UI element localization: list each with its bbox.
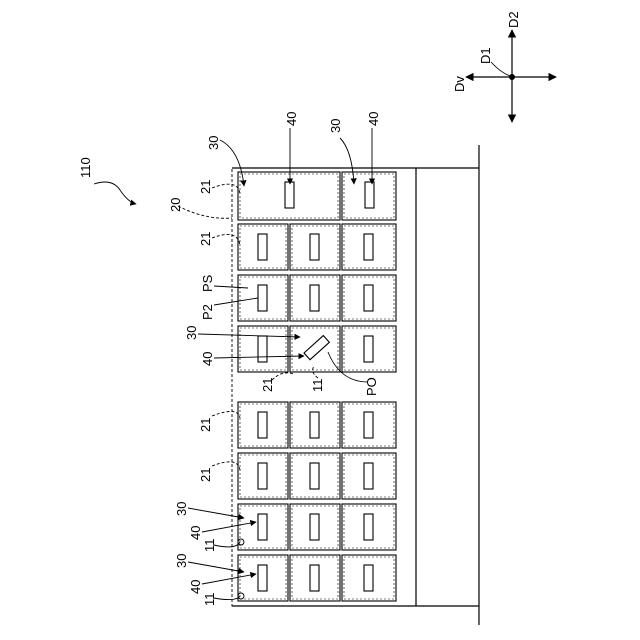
- label-ps: PS: [200, 274, 215, 292]
- label-40-top-right: 40: [366, 112, 381, 126]
- label-110: 110: [78, 157, 93, 178]
- label-p2: P2: [200, 304, 215, 320]
- label-21-d: 21: [198, 468, 213, 482]
- slot-r7-c2: [310, 514, 319, 540]
- origin-dot: [509, 74, 515, 80]
- slot-r5-c2: [310, 412, 319, 438]
- label-40-low-a: 40: [188, 526, 203, 540]
- slot-r8-c2: [310, 565, 319, 591]
- slot-r3-c1: [258, 285, 267, 311]
- slot-r8-c1: [258, 565, 267, 591]
- label-21-c: 21: [198, 418, 213, 432]
- label-30-mid: 30: [184, 326, 199, 340]
- slot-r2-c1: [258, 234, 267, 260]
- label-40-low-b: 40: [188, 580, 203, 594]
- slot-r6-c1: [258, 463, 267, 489]
- slot-r7-c1: [258, 514, 267, 540]
- slot-r2-c3: [364, 234, 373, 260]
- label-20: 20: [168, 198, 183, 212]
- slot-r6-c2: [310, 463, 319, 489]
- label-30-top-left: 30: [206, 136, 221, 150]
- label-40-top-left: 40: [284, 112, 299, 126]
- label-21-a: 21: [198, 180, 213, 194]
- slot-r4-c1: [258, 336, 267, 362]
- label-30-low-a: 30: [174, 502, 189, 516]
- label-110-group: 110: [78, 157, 136, 204]
- d1-label: D1: [478, 47, 493, 64]
- dv-label: Dv: [452, 76, 467, 92]
- slot-r4-c3: [364, 336, 373, 362]
- label-30-low-b: 30: [174, 554, 189, 568]
- slot-r8-c3: [364, 565, 373, 591]
- slot-r1-c1: [285, 182, 294, 208]
- slot-r3-c2: [310, 285, 319, 311]
- label-40-mid: 40: [200, 352, 215, 366]
- slot-r3-c3: [364, 285, 373, 311]
- slot-r1-c3: [365, 182, 374, 208]
- label-11-mid: 11: [310, 379, 325, 393]
- label-11-low-b: 11: [202, 593, 217, 607]
- slot-r5-c1: [258, 412, 267, 438]
- direction-indicator: D2 D1 Dv: [452, 11, 556, 122]
- label-30-top-right: 30: [328, 119, 343, 133]
- slot-r2-c2: [310, 234, 319, 260]
- label-po: PO: [364, 377, 379, 396]
- slot-r5-c3: [364, 412, 373, 438]
- slot-r7-c3: [364, 514, 373, 540]
- label-21-b: 21: [198, 232, 213, 246]
- slot-r6-c3: [364, 463, 373, 489]
- d2-label: D2: [506, 11, 521, 28]
